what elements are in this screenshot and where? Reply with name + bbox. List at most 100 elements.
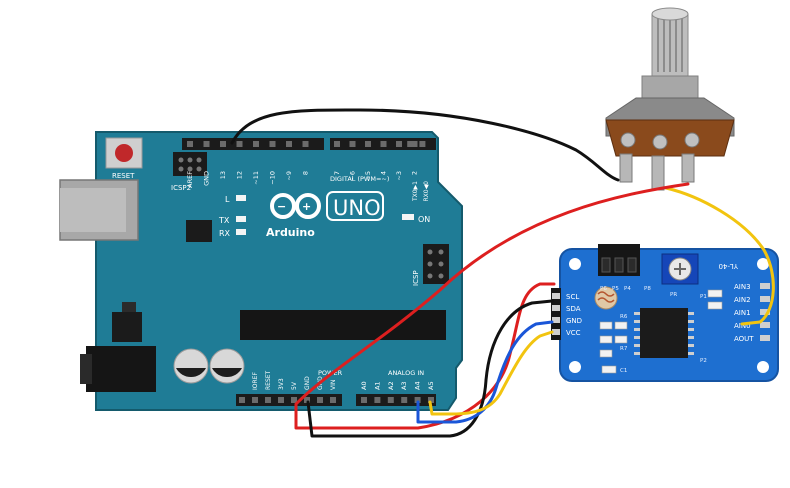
module-left-pins: SCL SDA GND VCC [551,288,582,340]
digital-label: DIGITAL (PWM=~) [330,175,389,183]
module-component-label: C1 [620,368,627,374]
wire-pot-to-ain0 [664,186,775,326]
digital-pin-label: 12 [236,171,244,179]
reset-button: RESET [105,137,143,180]
module-right-pin [760,322,770,328]
module-right-pin [760,309,770,315]
module-right-pin-label: AIN2 [734,296,751,304]
wire-pot-to-5v [294,182,690,430]
module-component-label: R7 [620,346,628,352]
digital-pin-label: ~9 [285,171,293,181]
module-left-pin-label: GND [566,317,582,325]
digital-pin-label: ~11 [252,171,260,185]
module-right-pin [760,283,770,289]
module-right-pin-label: AOUT [734,335,754,343]
reset-label: RESET [112,172,135,180]
digital-pin-label: ~10 [269,171,277,185]
module-component-label: PR [670,292,677,298]
module-left-pin-label: SDA [566,305,581,313]
trimmer-pot [661,253,699,285]
analog-pin-label: A1 [373,381,381,390]
analog-pin-label: A3 [400,381,408,390]
digital-pin-label: 4 [380,171,388,175]
led-on-label: ON [418,215,430,224]
module-component-label: P5 [612,286,619,292]
tx-pin-label: TX0▶1 [412,181,419,202]
wire-scl-to-a5 [428,330,554,416]
module-right-pin-label: AIN3 [734,283,751,291]
module-component-label: P1 [700,294,707,300]
analog-pin-label: A5 [427,381,435,390]
power-pin-label: IOREF [252,372,259,390]
module-right-pin-label: AIN0 [734,322,751,330]
module-component-label: P4 [624,286,631,292]
power-pin-label: RESET [265,370,272,390]
module-component-label: P8 [644,286,651,292]
pcf8591-chip [640,308,688,358]
power-pin-label: 5V [291,381,298,390]
module-component-label: P2 [700,358,707,364]
power-pin-label: GND [304,376,311,390]
module-left-pin-label: SCL [566,293,579,301]
module-left-pin [552,317,560,323]
digital-pin-label: 8 [302,171,310,175]
rx-pin-label: RX0◀0 [423,181,430,202]
digital-pin-label: ~5 [364,171,372,181]
icsp2-header: ICSP2 [171,152,207,192]
brand-name: Arduino [266,226,315,239]
analog-pin-label: A2 [387,381,395,390]
jumper-header [598,244,640,276]
digital-pin-label: 2 [411,171,419,175]
analog-header: A0 A1 A2 A3 A4 A5 ANALOG IN [356,369,436,406]
led-l-label: L [225,195,230,204]
module-right-pin-label: AIN1 [734,309,751,317]
model-name: UNO [333,196,381,220]
atmega-chip [240,310,446,340]
module-right-pin [760,296,770,302]
photoresistor [594,286,618,310]
digital-pin-label: AREF [186,171,194,188]
voltage-regulator [112,302,142,342]
power-pin-label: VIN [330,380,337,390]
svg-text:−: − [277,200,286,213]
arduino-logo: − + UNO Arduino [266,191,384,239]
led-tx-label: TX [218,216,230,225]
module-left-pin [552,305,560,311]
digital-pin-label: 13 [219,171,227,179]
icsp2-label: ICSP2 [171,184,191,192]
analog-label: ANALOG IN [388,369,424,377]
module-right-pin [760,335,770,341]
analog-pin-label: A4 [414,381,422,390]
power-pin-label: 3V3 [278,378,285,390]
module-left-pin [552,293,560,299]
module-left-pin-label: VCC [566,329,581,337]
usb-chip [186,220,212,242]
potentiometer [605,7,735,191]
module-component-label: P6 [600,286,607,292]
icsp-header: ICSP [412,244,449,286]
module-component-label: R6 [620,314,628,320]
capacitors [173,348,245,384]
wire-gnd-to-pot [230,108,620,182]
wire-sda-to-a4 [416,320,554,424]
digital-pin-label: 7 [333,171,341,175]
wire-module-gnd [306,299,554,438]
wires [230,108,775,438]
analog-pin-label: A0 [360,381,368,390]
digital-pin-label: ~6 [349,171,357,181]
svg-text:+: + [302,200,311,213]
analog-pin-labels: A0 A1 A2 A3 A4 A5 [360,381,435,390]
digital-pin-label: GND [203,171,211,186]
status-leds: L TX RX ON [218,195,430,238]
led-rx-label: RX [219,229,231,238]
power-jack [86,346,156,392]
module-title: YL-40 [719,262,740,270]
icsp-label: ICSP [412,270,420,286]
